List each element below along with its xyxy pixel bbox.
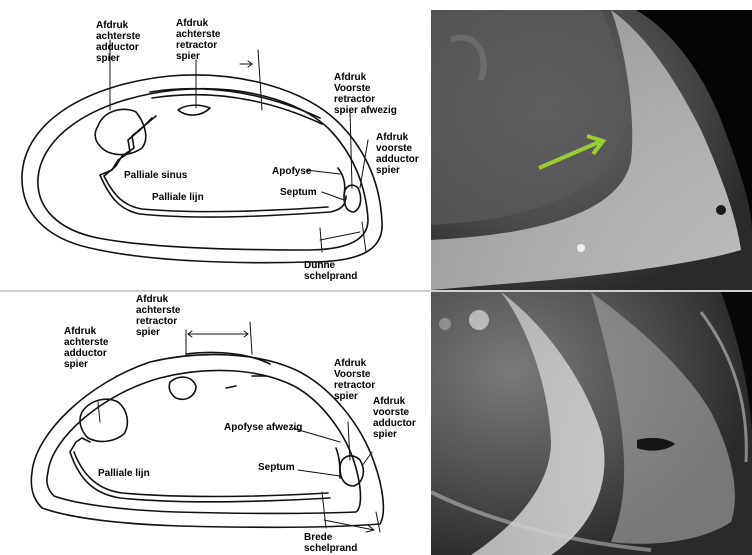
bottom-photo-panel	[431, 292, 752, 555]
bottom-label-shell-edge: Brede schelprand	[304, 532, 357, 554]
bottom-posterior-retractor-scar	[169, 377, 196, 399]
top-label-pallial-line: Palliale lijn	[152, 192, 204, 203]
top-label-posterior-adductor: Afdruk achterste adductor spier	[96, 20, 140, 64]
bottom-label-posterior-adductor: Afdruk achterste adductor spier	[64, 326, 108, 370]
top-label-septum: Septum	[280, 187, 317, 198]
bottom-label-anterior-adductor: Afdruk voorste adductor spier	[373, 396, 416, 440]
top-label-posterior-retractor: Afdruk achterste retractor spier	[176, 18, 220, 62]
bottom-diagram-panel: Afdruk achterste retractor spier Afdruk …	[0, 292, 431, 555]
bottom-shell-inner-margin	[47, 370, 361, 513]
top-label-pallial-sinus: Palliale sinus	[124, 170, 187, 181]
bottom-label-apophysis-absent: Apofyse afwezig	[224, 422, 302, 433]
top-label-apophysis: Apofyse	[272, 166, 311, 177]
bottom-shell-photo	[431, 292, 752, 555]
bottom-label-pallial-line: Palliale lijn	[98, 468, 150, 479]
top-photo-panel	[431, 10, 752, 290]
top-shell-photo	[431, 10, 752, 290]
bottom-posterior-adductor-scar	[80, 399, 127, 441]
top-label-shell-edge: Dunne schelprand	[304, 260, 357, 282]
top-label-anterior-adductor: Afdruk voorste adductor spier	[376, 132, 419, 176]
bottom-label-anterior-retractor: Afdruk Voorste retractor spier	[334, 358, 375, 402]
top-shell-outline	[22, 75, 382, 263]
top-posterior-retractor-scar	[178, 105, 210, 115]
top-diagram-panel: Afdruk achterste adductor spier Afdruk a…	[0, 0, 431, 290]
bottom-anterior-adductor-scar	[340, 456, 363, 486]
bottom-label-posterior-retractor: Afdruk achterste retractor spier	[136, 294, 180, 338]
top-label-anterior-retractor: Afdruk Voorste retractor spier afwezig	[334, 72, 397, 116]
bottom-label-septum: Septum	[258, 462, 295, 473]
